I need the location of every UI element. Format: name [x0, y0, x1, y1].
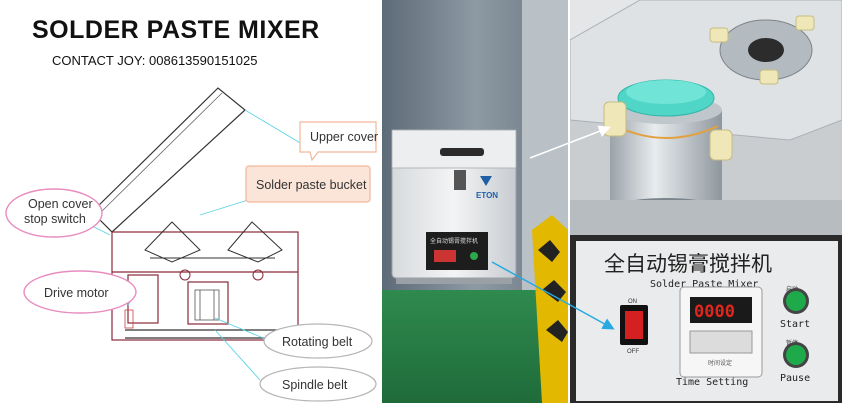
contact-line: CONTACT JOY: 008613590151025 [52, 53, 258, 68]
drive-parts [124, 289, 220, 329]
time-setting-timer: 0000 时间设定 [679, 286, 763, 378]
page-title: SOLDER PASTE MIXER [32, 16, 320, 44]
pause-button: 暂停 Pause [780, 339, 810, 384]
callout-cover-switch: Open cover stop switch [5, 188, 103, 238]
svg-text:Rotating belt: Rotating belt [282, 335, 353, 349]
svg-text:ON: ON [628, 299, 637, 305]
time-setting-label: Time Setting [676, 377, 748, 388]
mixer-diagram: Upper cover Solder paste bucket Open cov… [5, 87, 378, 402]
callout-bucket: Solder paste bucket [245, 165, 371, 203]
panel-title-cn: 全自动锡膏搅拌机 [604, 252, 772, 276]
mixer-machine: ETON 全自动锡膏搅拌机 [391, 129, 517, 284]
svg-text:Spindle belt: Spindle belt [282, 378, 348, 392]
callout-upper-cover: Upper cover [299, 121, 378, 162]
callout-spindle-belt: Spindle belt [259, 366, 377, 402]
bucket-shapes [144, 221, 283, 281]
machine-photo: ETON 全自动锡膏搅拌机 [382, 0, 568, 403]
diagram-panel: SOLDER PASTE MIXER CONTACT JOY: 00861359… [0, 0, 382, 403]
upper-cover-shape [91, 87, 246, 233]
timer-digits: 0000 [694, 302, 735, 322]
svg-text:时间设定: 时间设定 [708, 359, 732, 367]
brand-label: ETON [476, 191, 498, 200]
start-button: 启动 Start [780, 285, 810, 330]
callout-rotating-belt: Rotating belt [263, 323, 373, 359]
control-panel-photo: 全自动锡膏搅拌机 Solder Paste Mixer ON OFF 0000 … [570, 235, 842, 403]
svg-text:Solder paste bucket: Solder paste bucket [256, 178, 367, 192]
svg-text:Start: Start [780, 319, 810, 330]
power-switch: ON OFF [620, 299, 648, 355]
svg-text:Upper cover: Upper cover [310, 130, 378, 144]
svg-text:Pause: Pause [780, 373, 810, 384]
machine-front-label: 全自动锡膏搅拌机 [430, 237, 478, 245]
svg-text:stop switch: stop switch [24, 212, 86, 226]
svg-text:Drive motor: Drive motor [44, 286, 109, 300]
machine-body-shape [111, 231, 299, 341]
svg-text:Open cover: Open cover [28, 197, 93, 211]
cup-closeup-photo [570, 0, 842, 235]
svg-text:OFF: OFF [627, 349, 639, 355]
panel-title-en: Solder Paste Mixer [650, 279, 758, 290]
callout-drive-motor: Drive motor [23, 270, 137, 314]
